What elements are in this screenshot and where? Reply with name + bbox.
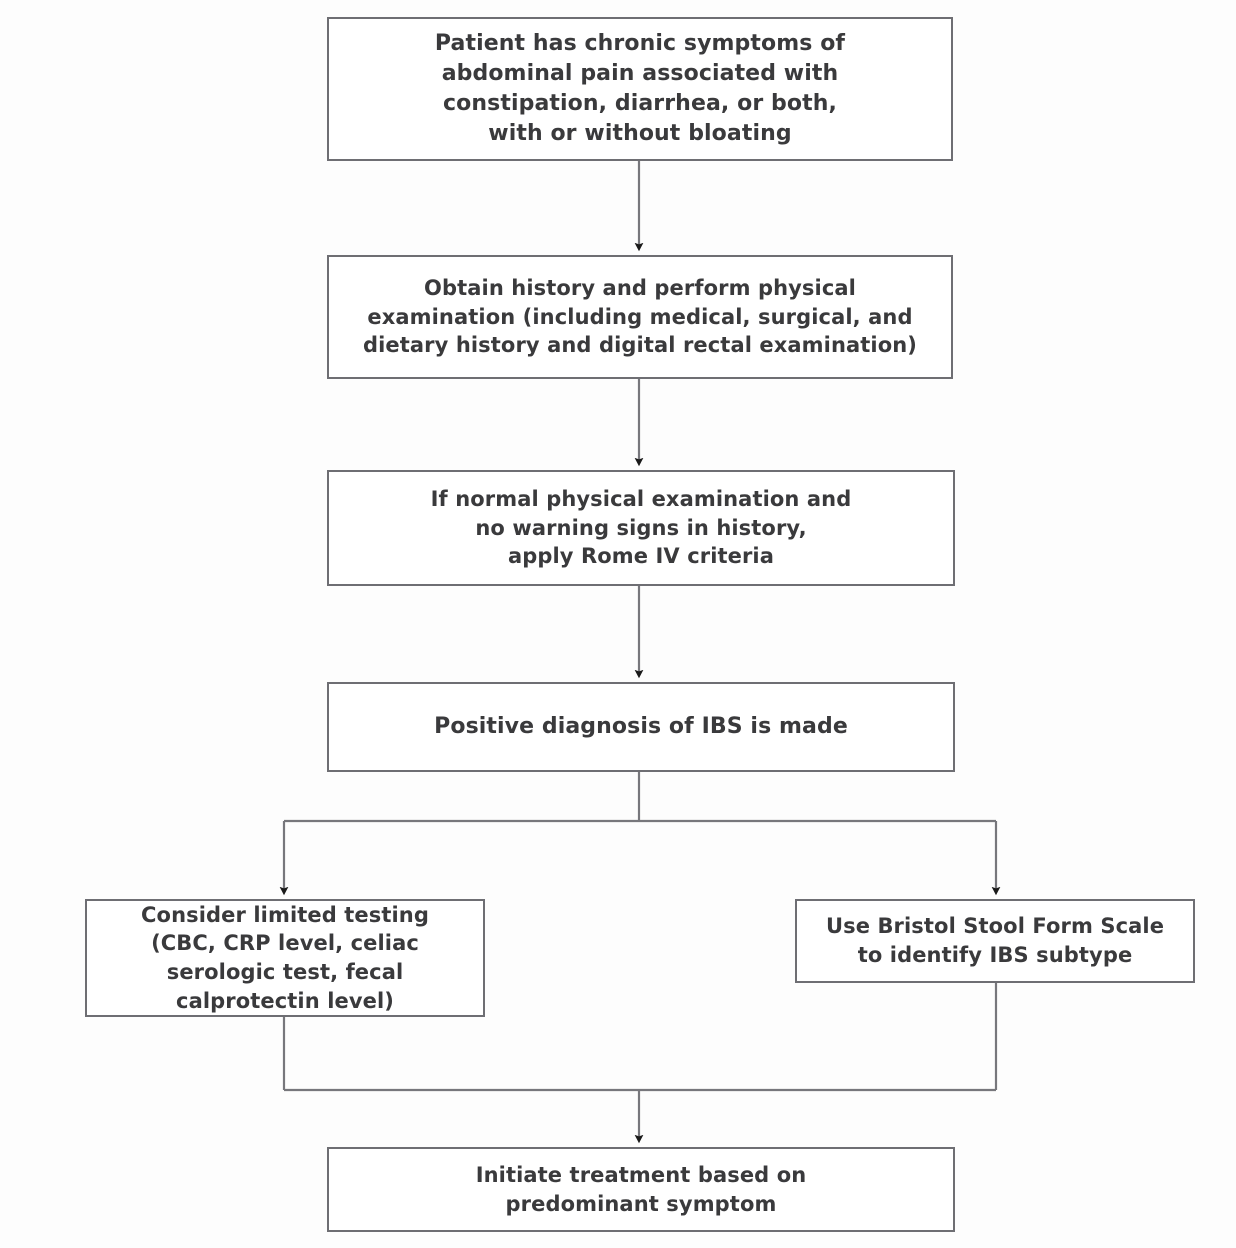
- node-history-exam: Obtain history and perform physical exam…: [327, 255, 953, 379]
- node-bristol-scale: Use Bristol Stool Form Scale to identify…: [795, 899, 1195, 983]
- node-history-exam-label: Obtain history and perform physical exam…: [363, 276, 917, 358]
- node-rome-criteria: If normal physical examination and no wa…: [327, 470, 955, 586]
- node-symptoms-label: Patient has chronic symptoms of abdomina…: [434, 31, 846, 146]
- node-initiate-treatment: Initiate treatment based on predominant …: [327, 1147, 955, 1232]
- node-limited-testing: Consider limited testing (CBC, CRP level…: [85, 899, 485, 1017]
- node-limited-testing-label: Consider limited testing (CBC, CRP level…: [141, 902, 429, 1013]
- node-rome-criteria-label: If normal physical examination and no wa…: [430, 487, 852, 569]
- node-initiate-treatment-label: Initiate treatment based on predominant …: [475, 1162, 807, 1216]
- node-positive-diagnosis: Positive diagnosis of IBS is made: [327, 682, 955, 772]
- node-bristol-scale-label: Use Bristol Stool Form Scale to identify…: [825, 914, 1165, 967]
- node-symptoms: Patient has chronic symptoms of abdomina…: [327, 17, 953, 161]
- node-positive-diagnosis-label: Positive diagnosis of IBS is made: [434, 714, 848, 740]
